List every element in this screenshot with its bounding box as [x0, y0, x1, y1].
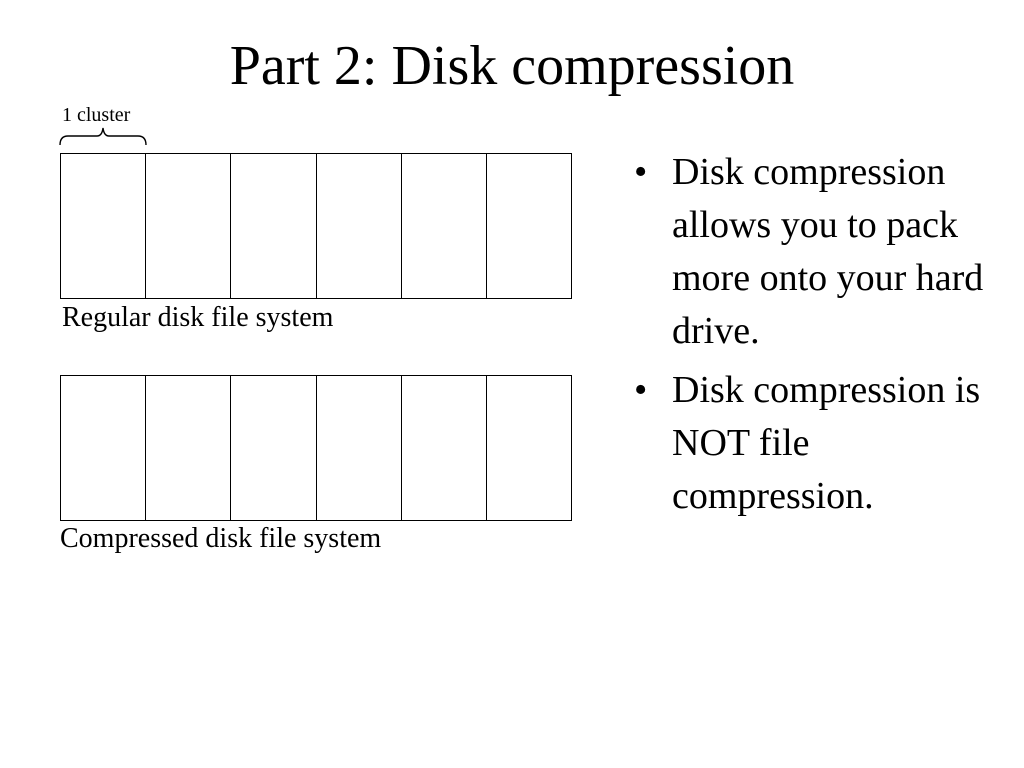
bullet-dot: •	[634, 369, 648, 411]
regular-disk-cluster	[61, 154, 147, 298]
regular-disk-diagram	[60, 153, 572, 299]
compressed-disk-cluster	[146, 376, 232, 520]
bullet-item: • Disk compression allows you to pack mo…	[630, 146, 1015, 358]
compressed-disk-cluster	[487, 376, 571, 520]
bullet-list: • Disk compression allows you to pack mo…	[630, 146, 1015, 529]
regular-disk-cluster	[402, 154, 487, 298]
regular-disk-cluster	[487, 154, 571, 298]
compressed-disk-label: Compressed disk file system	[60, 523, 382, 554]
compressed-disk-diagram	[60, 375, 572, 521]
slide-title: Part 2: Disk compression	[229, 35, 795, 97]
bullet-dot: •	[634, 151, 648, 193]
bullet-text: Disk compression allows you to pack more…	[672, 151, 984, 352]
compressed-disk-cluster	[317, 376, 402, 520]
bullet-text: Disk compression is NOT file compression…	[672, 369, 981, 517]
bullet-item: • Disk compression is NOT file compressi…	[630, 364, 1015, 523]
regular-disk-cluster	[231, 154, 317, 298]
regular-disk-cluster	[146, 154, 232, 298]
cluster-brace	[59, 127, 147, 146]
regular-disk-label: Regular disk file system	[62, 302, 334, 333]
regular-disk-cluster	[317, 154, 402, 298]
compressed-disk-cluster	[231, 376, 317, 520]
compressed-disk-cluster	[402, 376, 487, 520]
compressed-disk-cluster	[61, 376, 147, 520]
cluster-label: 1 cluster	[62, 104, 131, 126]
